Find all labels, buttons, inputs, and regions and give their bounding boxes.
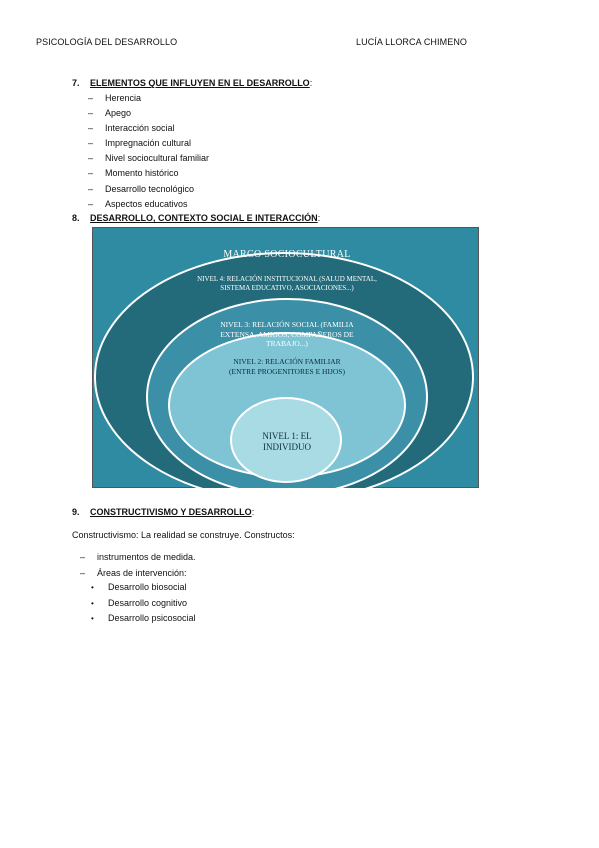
list-item-text: Impregnación cultural — [105, 138, 192, 149]
list-item: –Impregnación cultural — [88, 136, 209, 151]
section-title-text: CONSTRUCTIVISMO Y DESARROLLO — [90, 507, 252, 517]
list-item-text: Desarrollo biosocial — [108, 582, 187, 592]
section-title-text: DESARROLLO, CONTEXTO SOCIAL E INTERACCIÓ… — [90, 213, 318, 223]
outer-frame-label: MARCO SOCIOCULTURAL — [223, 249, 351, 260]
dash-marker: – — [88, 198, 94, 209]
list-item-text: Apego — [105, 108, 132, 119]
dash-marker: – — [80, 552, 86, 562]
level-4-label: NIVEL 4: RELACIÓN INSTITUCIONAL (SALUD M… — [197, 275, 377, 292]
bullet-marker: • — [91, 583, 94, 592]
dash-marker: – — [88, 108, 94, 119]
dash-marker: – — [88, 168, 94, 179]
section-7-title: 7. ELEMENTOS QUE INFLUYEN EN EL DESARROLL… — [72, 78, 312, 88]
level-1-ellipse — [230, 397, 342, 483]
list-item: –Momento histórico — [88, 166, 209, 181]
dash-marker: – — [88, 183, 94, 194]
list-item: • Desarrollo cognitivo — [91, 596, 196, 612]
list-item-text: Interacción social — [105, 123, 175, 134]
list-item: –Áreas de intervención: — [80, 566, 196, 582]
list-item: – Herencia — [88, 91, 209, 106]
list-item-text: Nivel sociocultural familiar — [105, 153, 210, 164]
dash-marker: – — [88, 93, 94, 103]
list-item-text: Herencia — [105, 93, 142, 103]
bullet-marker: • — [91, 614, 94, 623]
bullet-marker: • — [91, 598, 94, 608]
section-title-text: ELEMENTOS QUE INFLUYEN EN EL DESARROLLO — [90, 78, 310, 88]
list-item-text: Desarrollo cognitivo — [108, 597, 188, 608]
level-3-label: NIVEL 3: RELACIÓN SOCIAL (FAMILIA EXTENS… — [220, 320, 354, 348]
header-right: LUCÍA LLORCA CHIMENO — [356, 37, 468, 47]
list-item-text: Desarrollo tecnológico — [105, 183, 195, 194]
list-item-text: Aspectos educativos — [105, 198, 188, 209]
section-number: 7. — [72, 78, 80, 88]
section-9-bullet-list: • Desarrollo biosocial • Desarrollo cognit… — [91, 580, 196, 627]
dash-marker: – — [80, 567, 86, 578]
list-item-text: Momento histórico — [105, 168, 179, 179]
list-item: – instrumentos de medida. — [80, 550, 196, 566]
section-number: 9. — [72, 507, 80, 517]
list-item-text: Desarrollo psicosocial — [108, 613, 196, 623]
constructivism-paragraph: Constructivismo: La realidad se construy… — [72, 530, 295, 540]
list-item-text: instrumentos de medida. — [97, 552, 196, 562]
section-title-colon: : — [317, 213, 321, 223]
list-item: –Aspectos educativos — [88, 197, 209, 212]
dash-marker: – — [88, 153, 94, 164]
sociocultural-levels-diagram: MARCO SOCIOCULTURAL NIVEL 4: RELACIÓN IN… — [92, 227, 479, 488]
list-item: • Desarrollo psicosocial — [91, 611, 196, 627]
list-item: –Apego — [88, 106, 209, 121]
section-7-list: –Herencia –Apego –Interacción social –Im… — [88, 91, 209, 212]
list-item: –Nivel sociocultural familiar — [88, 151, 209, 166]
section-9-dash-list: –instrumentos de medida. –Áreas de inter… — [80, 550, 196, 581]
section-8-title: 8. DESARROLLO, CONTEXTO SOCIAL E INTERACC… — [72, 213, 320, 223]
section-title-colon: : — [251, 507, 255, 517]
section-number: 8. — [72, 213, 80, 223]
nested-ellipses — [94, 252, 474, 488]
section-9-title: 9. CONSTRUCTIVISMO Y DESARROLLO: — [72, 507, 254, 517]
list-item-text: Áreas de intervención: — [97, 567, 187, 578]
dash-marker: – — [88, 123, 94, 134]
level-2-label: NIVEL 2: RELACIÓN FAMILIAR (ENTRE PROGEN… — [229, 357, 345, 376]
list-item: • Desarrollo biosocial — [91, 580, 196, 596]
list-item: –Desarrollo tecnológico — [88, 182, 209, 197]
dash-marker: – — [88, 138, 94, 149]
list-item: –Interacción social — [88, 121, 209, 136]
level-1-label: NIVEL 1: EL INDIVIDUO — [262, 431, 312, 452]
section-title-colon: : — [309, 78, 313, 88]
header-left: PSICOLOGÍA DEL DESARROLLO — [36, 37, 178, 47]
